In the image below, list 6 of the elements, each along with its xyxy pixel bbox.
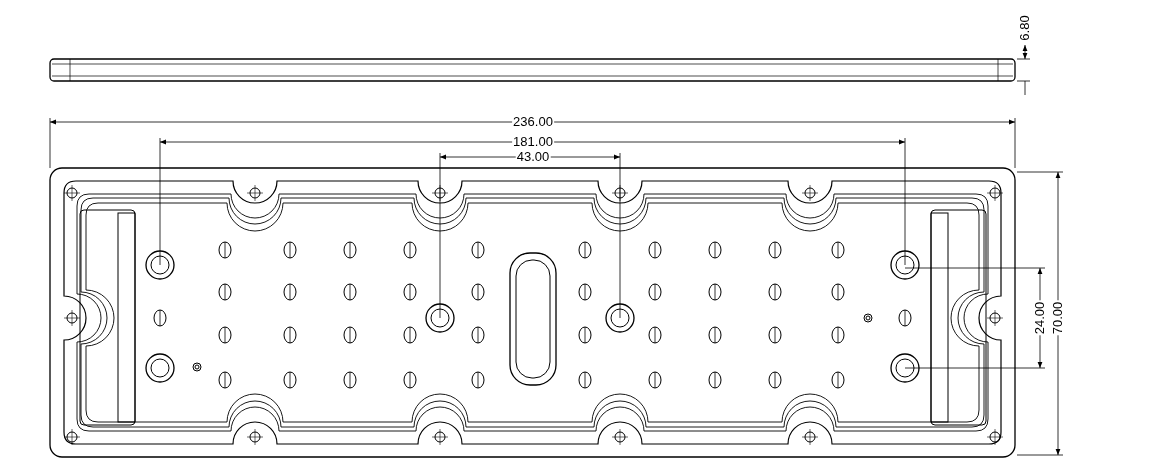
dimension-label: 181.00 xyxy=(512,135,554,149)
dimension-label: 6.80 xyxy=(1018,14,1032,42)
dimension-label: 236.00 xyxy=(512,115,554,129)
dimension-label: 43.00 xyxy=(515,150,551,164)
dimension-label: 70.00 xyxy=(1051,300,1065,336)
dimension-label: 24.00 xyxy=(1033,300,1047,336)
